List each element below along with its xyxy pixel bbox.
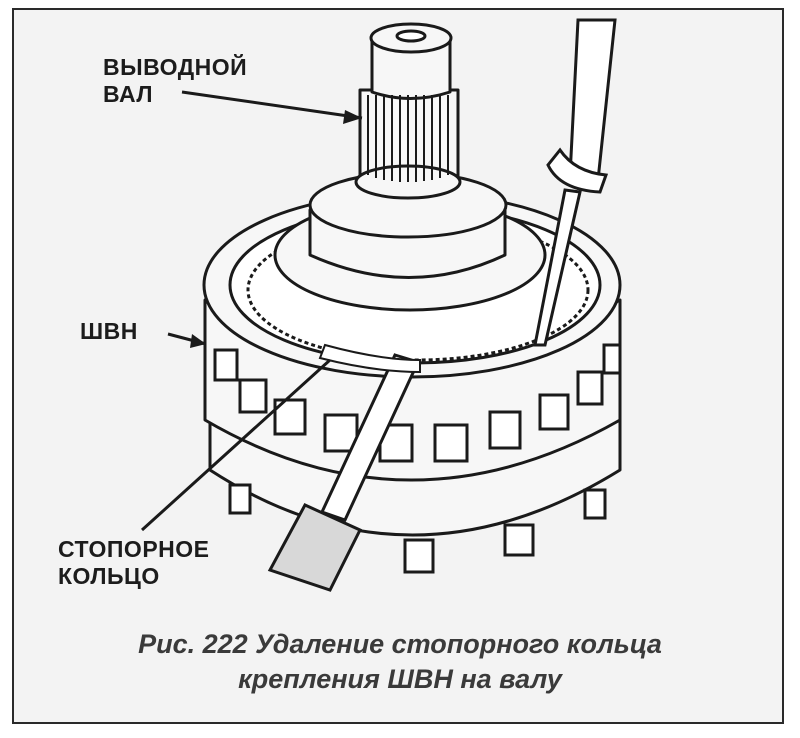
retaining-ring-label-line1: СТОПОРНОЕ [58,536,210,562]
output-shaft-label-line2: ВАЛ [103,81,153,107]
shvn-label: ШВН [80,318,138,344]
output-shaft-bore [395,29,427,43]
figure-caption-line2: крепления ШВН на валу [238,664,562,694]
output-shaft-leader [181,90,363,120]
retaining-ring-segment [318,343,421,374]
output-shaft-upper [370,38,452,100]
screwdriver-upper [533,18,617,347]
retaining-ring-label-line2: КОЛЬЦО [58,563,160,589]
retaining-ring-leader [140,358,332,532]
retaining-ring-label: СТОПОРНОЕ КОЛЬЦО [58,536,210,590]
output-shaft-label-line1: ВЫВОДНОЙ [103,54,248,80]
figure-caption-line1: Рис. 222 Удаление стопорного кольца [138,629,662,659]
output-shaft-label: ВЫВОДНОЙ ВАЛ [103,54,247,108]
